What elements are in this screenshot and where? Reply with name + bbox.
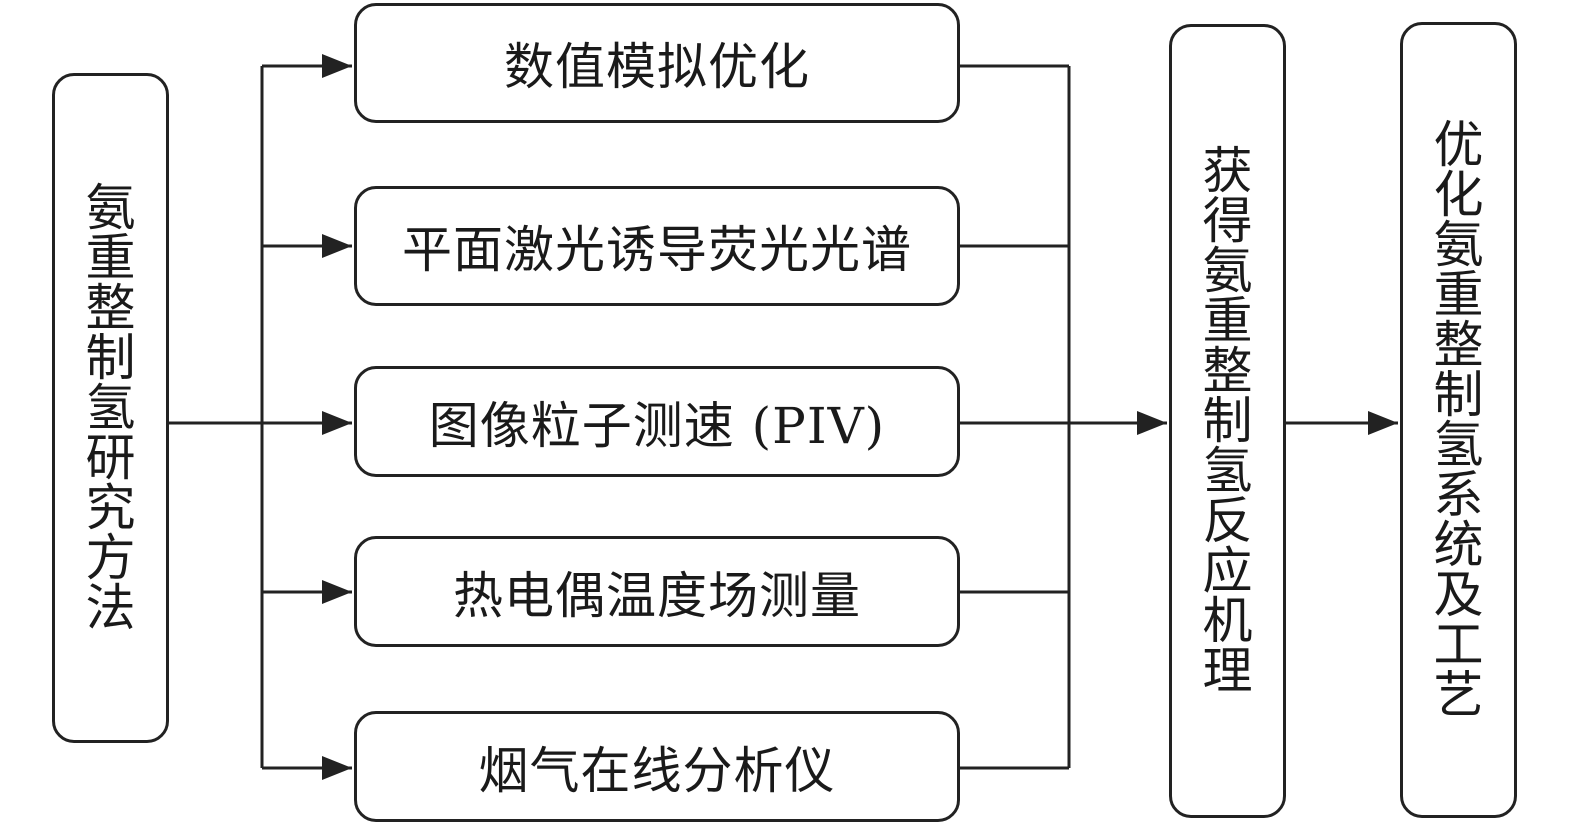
method-label: 图像粒子测速 (PIV) [428,396,886,455]
method-box-piv: 图像粒子测速 (PIV) [354,366,960,477]
method-box-thermocouple: 热电偶温度场测量 [354,536,960,647]
method-label: 热电偶温度场测量 [453,566,861,625]
arrowhead-method-4 [322,756,352,780]
goal-label: 优化氨重整制氢系统及工艺 [1433,116,1484,724]
mechanism-label: 获得氨重整制氢反应机理 [1202,142,1253,700]
arrowhead-method-0 [322,54,352,78]
method-label: 数值模拟优化 [504,38,810,96]
arrowhead-mechanism [1137,411,1167,435]
goal-box: 优化氨重整制氢系统及工艺 [1400,22,1517,818]
source-label: 氨重整制氢研究方法 [85,179,136,637]
source-box: 氨重整制氢研究方法 [52,73,169,743]
arrowhead-goal [1368,411,1398,435]
arrowhead-method-2 [322,411,352,435]
arrowhead-method-3 [322,580,352,604]
arrowhead-method-1 [322,234,352,258]
method-box-flue-gas-analyzer: 烟气在线分析仪 [354,711,960,822]
method-box-numerical-simulation: 数值模拟优化 [354,3,960,123]
method-label: 烟气在线分析仪 [478,741,836,800]
mechanism-box: 获得氨重整制氢反应机理 [1169,24,1286,818]
method-label: 平面激光诱导荧光光谱 [402,221,912,279]
method-box-plif: 平面激光诱导荧光光谱 [354,186,960,306]
